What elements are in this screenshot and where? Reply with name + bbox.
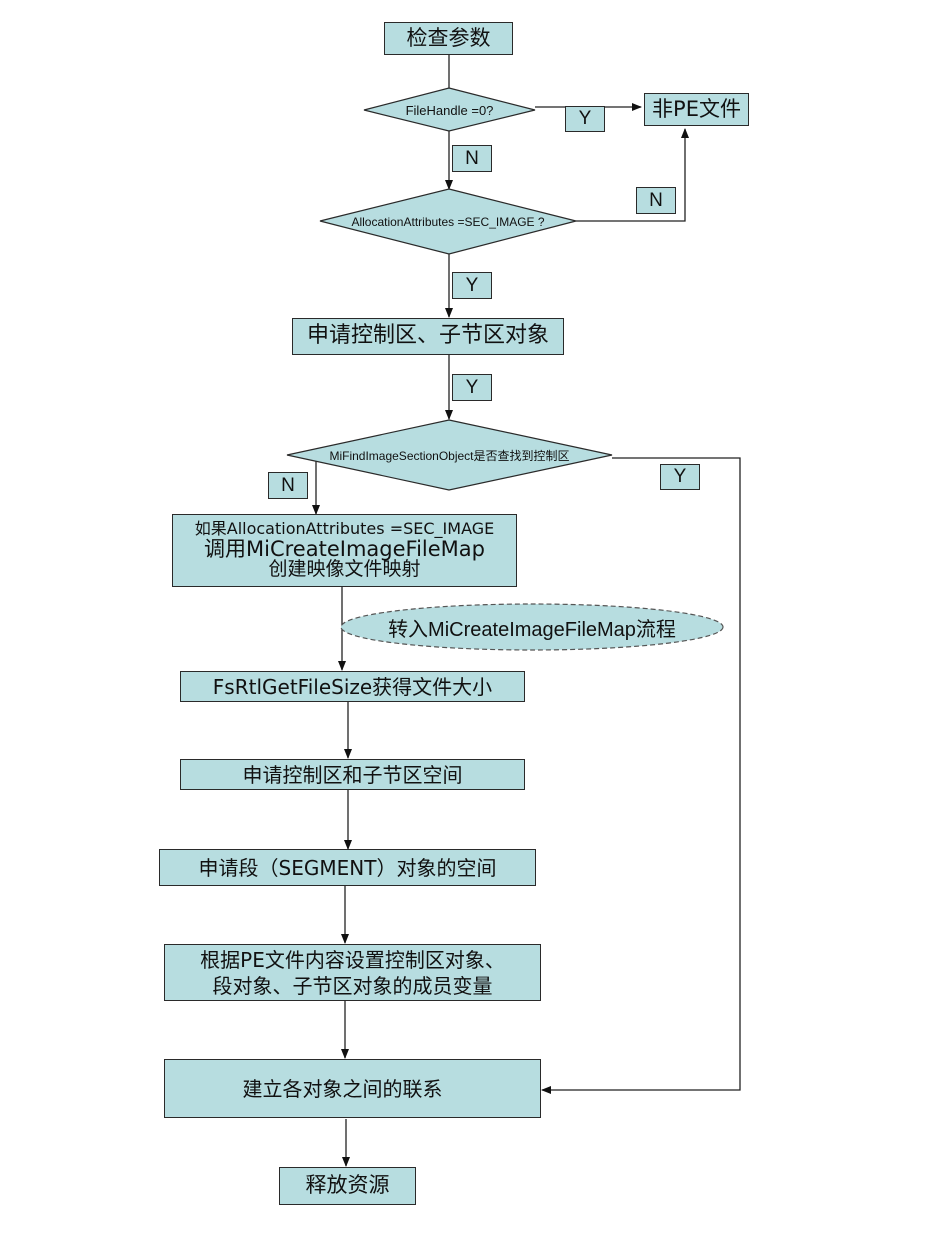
node-check-params-text: 检查参数 [406, 25, 491, 50]
decision-find-text: MiFindImageSectionObject是否查找到控制区 [329, 448, 570, 463]
decision-filehandle-shape [363, 87, 536, 132]
edge-label-alloc-no: N [636, 187, 676, 214]
node-set-members-line2: 段对象、子节区对象的成员变量 [212, 973, 493, 998]
node-create-image-map-line1: 如果AllocationAttributes =SEC_IMAGE [194, 519, 495, 539]
node-alloc-objects: 申请控制区、子节区对象 [292, 318, 564, 355]
edge-label-fh-no: N [452, 145, 492, 172]
edge-label-fh-yes: Y [565, 106, 605, 132]
decision-filehandle-text: FileHandle =0? [405, 102, 494, 118]
node-set-members-line1: 根据PE文件内容设置控制区对象、 [200, 947, 505, 972]
decision-alloc-text: AllocationAttributes =SEC_IMAGE ? [351, 215, 545, 229]
node-release: 释放资源 [279, 1167, 416, 1205]
node-alloc-objects-text: 申请控制区、子节区对象 [306, 323, 549, 349]
edge-label-alloc-yes: Y [452, 272, 492, 299]
node-link-objects-text: 建立各对象之间的联系 [242, 1076, 443, 1101]
node-release-text: 释放资源 [305, 1173, 390, 1198]
node-link-objects: 建立各对象之间的联系 [164, 1059, 541, 1118]
node-alloc-space: 申请控制区和子节区空间 [180, 759, 525, 790]
edge-find-yes [541, 457, 741, 1094]
decision-alloc-shape [319, 188, 577, 255]
edge-label-objects-yes: Y [452, 374, 492, 401]
node-create-image-map-line2: 调用MiCreateImageFileMap [204, 536, 485, 561]
node-alloc-segment: 申请段（SEGMENT）对象的空间 [159, 849, 536, 886]
node-set-members: 根据PE文件内容设置控制区对象、 段对象、子节区对象的成员变量 [164, 944, 541, 1001]
node-create-image-map: 如果AllocationAttributes =SEC_IMAGE 调用MiCr… [172, 514, 517, 587]
node-get-file-size: FsRtlGetFileSize获得文件大小 [180, 671, 525, 702]
node-not-pe-text: 非PE文件 [652, 96, 741, 121]
edge-label-find-no: N [268, 472, 308, 499]
edge-alloc-no [576, 128, 689, 222]
node-alloc-space-text: 申请控制区和子节区空间 [242, 762, 463, 787]
edge-label-find-yes: Y [660, 464, 700, 490]
decision-find-shape [286, 419, 613, 491]
node-get-file-size-text: FsRtlGetFileSize获得文件大小 [212, 674, 493, 699]
goto-flow-ellipse [340, 603, 724, 651]
node-check-params: 检查参数 [384, 22, 513, 55]
goto-flow-text: 转入MiCreateImageFileMap流程 [388, 618, 676, 641]
node-create-image-map-line3: 创建映像文件映射 [268, 557, 421, 580]
node-not-pe: 非PE文件 [644, 93, 749, 126]
node-alloc-segment-text: 申请段（SEGMENT）对象的空间 [198, 855, 497, 880]
